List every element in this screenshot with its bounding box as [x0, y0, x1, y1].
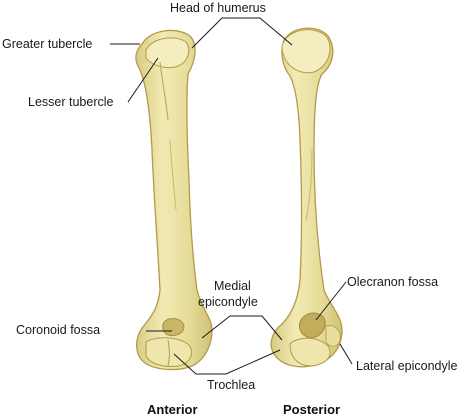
anterior-intertubercular-groove — [159, 61, 169, 121]
posterior-humeral-head — [281, 29, 331, 74]
label-olecranon-fossa: Olecranon fossa — [347, 275, 438, 289]
anterior-humeral-head — [145, 37, 190, 69]
label-head-of-humerus: Head of humerus — [170, 1, 266, 15]
posterior-trochlea — [289, 337, 331, 367]
anterior-humerus-outline — [135, 29, 213, 371]
labels: Head of humerus Greater tubercle Lesser … — [2, 1, 458, 417]
caption-posterior: Posterior — [283, 402, 340, 417]
label-lateral-epicondyle: Lateral epicondyle — [356, 359, 458, 373]
anterior-humerus — [135, 29, 213, 371]
leader-olecranon-fossa — [315, 281, 347, 321]
leader-lateral-epicondyle — [339, 343, 353, 365]
label-coronoid-fossa: Coronoid fossa — [16, 323, 100, 337]
label-greater-tubercle: Greater tubercle — [2, 37, 92, 51]
leader-medial-epicondyle — [201, 315, 283, 341]
label-medial-epicondyle-line1: Medial — [214, 279, 251, 293]
label-medial-epicondyle-line2: epicondyle — [198, 295, 258, 309]
anterior-trochlea-groove — [167, 339, 170, 367]
posterior-olecranon-fossa — [299, 312, 326, 339]
posterior-humerus — [270, 27, 343, 368]
anterior-deltoid-ridge — [169, 139, 177, 211]
caption-anterior: Anterior — [147, 402, 198, 417]
posterior-lateral-epicondyle — [325, 325, 341, 347]
leader-head-of-humerus — [191, 17, 293, 49]
label-lesser-tubercle: Lesser tubercle — [28, 95, 114, 109]
anterior-coronoid-fossa — [162, 318, 185, 337]
leader-lines — [110, 17, 353, 375]
leader-trochlea — [173, 349, 281, 375]
leader-lesser-tubercle — [127, 57, 159, 103]
label-trochlea: Trochlea — [207, 378, 255, 392]
posterior-radial-groove — [305, 149, 313, 221]
